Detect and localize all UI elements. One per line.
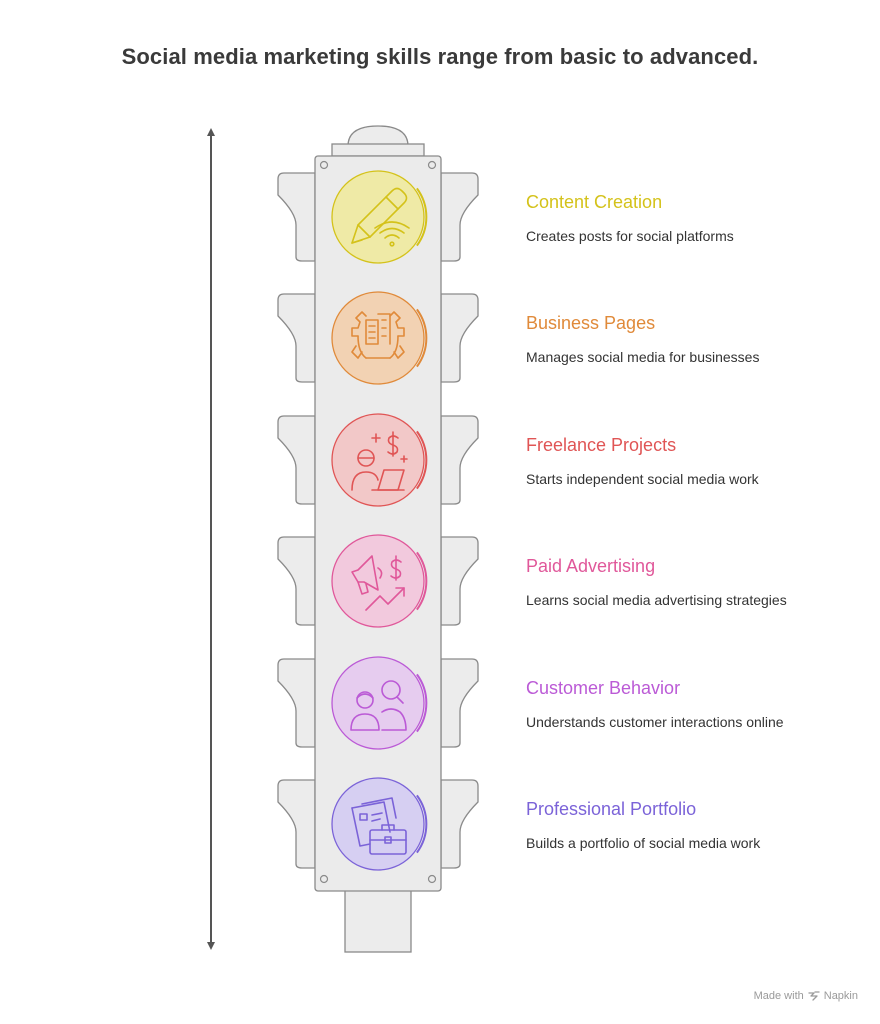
lamp-content-creation xyxy=(331,170,428,264)
step-desc-customer-behavior: Understands customer interactions online xyxy=(526,714,784,730)
visor-right xyxy=(440,172,479,262)
lamp-freelance-projects xyxy=(331,413,428,507)
visor-left xyxy=(277,779,316,869)
napkin-brand: Napkin xyxy=(823,990,858,1002)
freelancer-laptop-icon xyxy=(351,431,408,491)
pencil-wifi-icon xyxy=(351,187,410,247)
visor-left xyxy=(277,536,316,626)
traffic-light-pole xyxy=(344,889,412,953)
step-desc-professional-portfolio: Builds a portfolio of social media work xyxy=(526,835,761,851)
traffic-light-visors xyxy=(277,172,479,869)
portfolio-briefcase-icon xyxy=(351,797,407,855)
step-title-professional-portfolio: Professional Portfolio xyxy=(526,799,697,819)
visor-right xyxy=(440,779,479,869)
step-desc-paid-advertising: Learns social media advertising strategi… xyxy=(526,592,787,608)
gear-building-icon xyxy=(351,311,405,359)
step-desc-content-creation: Creates posts for social platforms xyxy=(526,228,734,244)
made-with-napkin-footer: Made with Napkin xyxy=(754,990,858,1002)
step-desc-business-pages: Manages social media for businesses xyxy=(526,349,760,365)
visor-left xyxy=(277,415,316,505)
step-title-content-creation: Content Creation xyxy=(526,192,663,212)
lamp-paid-advertising xyxy=(331,534,428,628)
visor-left xyxy=(277,293,316,383)
lamp-professional-portfolio xyxy=(331,777,428,871)
visor-right xyxy=(440,415,479,505)
napkin-logo-icon xyxy=(808,991,820,1001)
visor-right xyxy=(440,658,479,748)
visor-left xyxy=(277,658,316,748)
step-title-freelance-projects: Freelance Projects xyxy=(526,435,677,455)
step-title-customer-behavior: Customer Behavior xyxy=(526,678,681,698)
page-title: Social media marketing skills range from… xyxy=(121,44,759,69)
step-desc-freelance-projects: Starts independent social media work xyxy=(526,471,759,487)
visor-left xyxy=(277,172,316,262)
step-title-paid-advertising: Paid Advertising xyxy=(526,556,656,576)
visor-right xyxy=(440,536,479,626)
made-with-label: Made with xyxy=(753,990,804,1002)
megaphone-dollar-icon xyxy=(351,555,405,611)
visor-right xyxy=(440,293,479,383)
lamp-customer-behavior xyxy=(331,656,428,750)
customers-search-icon xyxy=(350,680,407,731)
lamp-business-pages xyxy=(331,291,428,385)
traffic-light-top-cap xyxy=(331,125,425,157)
step-title-business-pages: Business Pages xyxy=(526,313,656,333)
